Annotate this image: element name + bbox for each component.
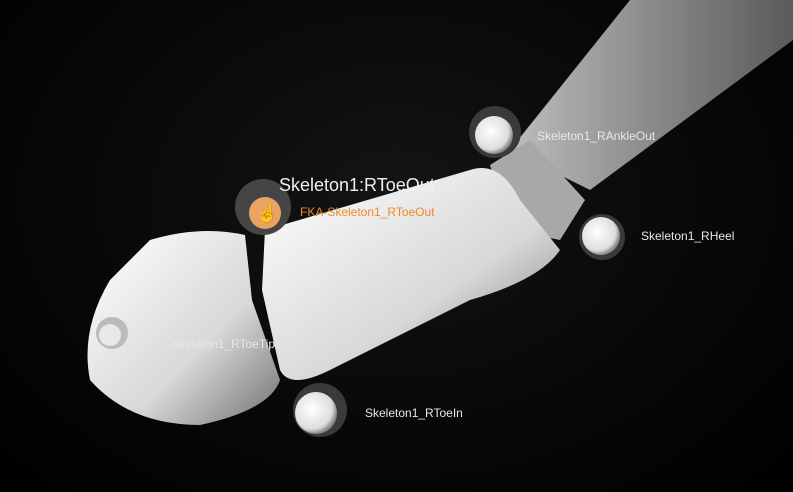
selected-marker-title: Skeleton1:RToeOut bbox=[279, 175, 435, 195]
marker-label-toe-tip: Skeleton1_RToeTip bbox=[171, 337, 276, 351]
toe-bone bbox=[87, 231, 280, 425]
shin-bone bbox=[510, 0, 793, 190]
hand-cursor-icon: ☝ bbox=[256, 203, 279, 223]
marker-label-ankle-out: Skeleton1_RAnkleOut bbox=[537, 129, 656, 143]
selected-effector-label: FKA-Skeleton1_RToeOut bbox=[300, 205, 435, 219]
marker-label-heel: Skeleton1_RHeel bbox=[641, 229, 735, 243]
marker-label-toe-in: Skeleton1_RToeIn bbox=[365, 406, 463, 420]
foot-bone bbox=[262, 168, 560, 380]
